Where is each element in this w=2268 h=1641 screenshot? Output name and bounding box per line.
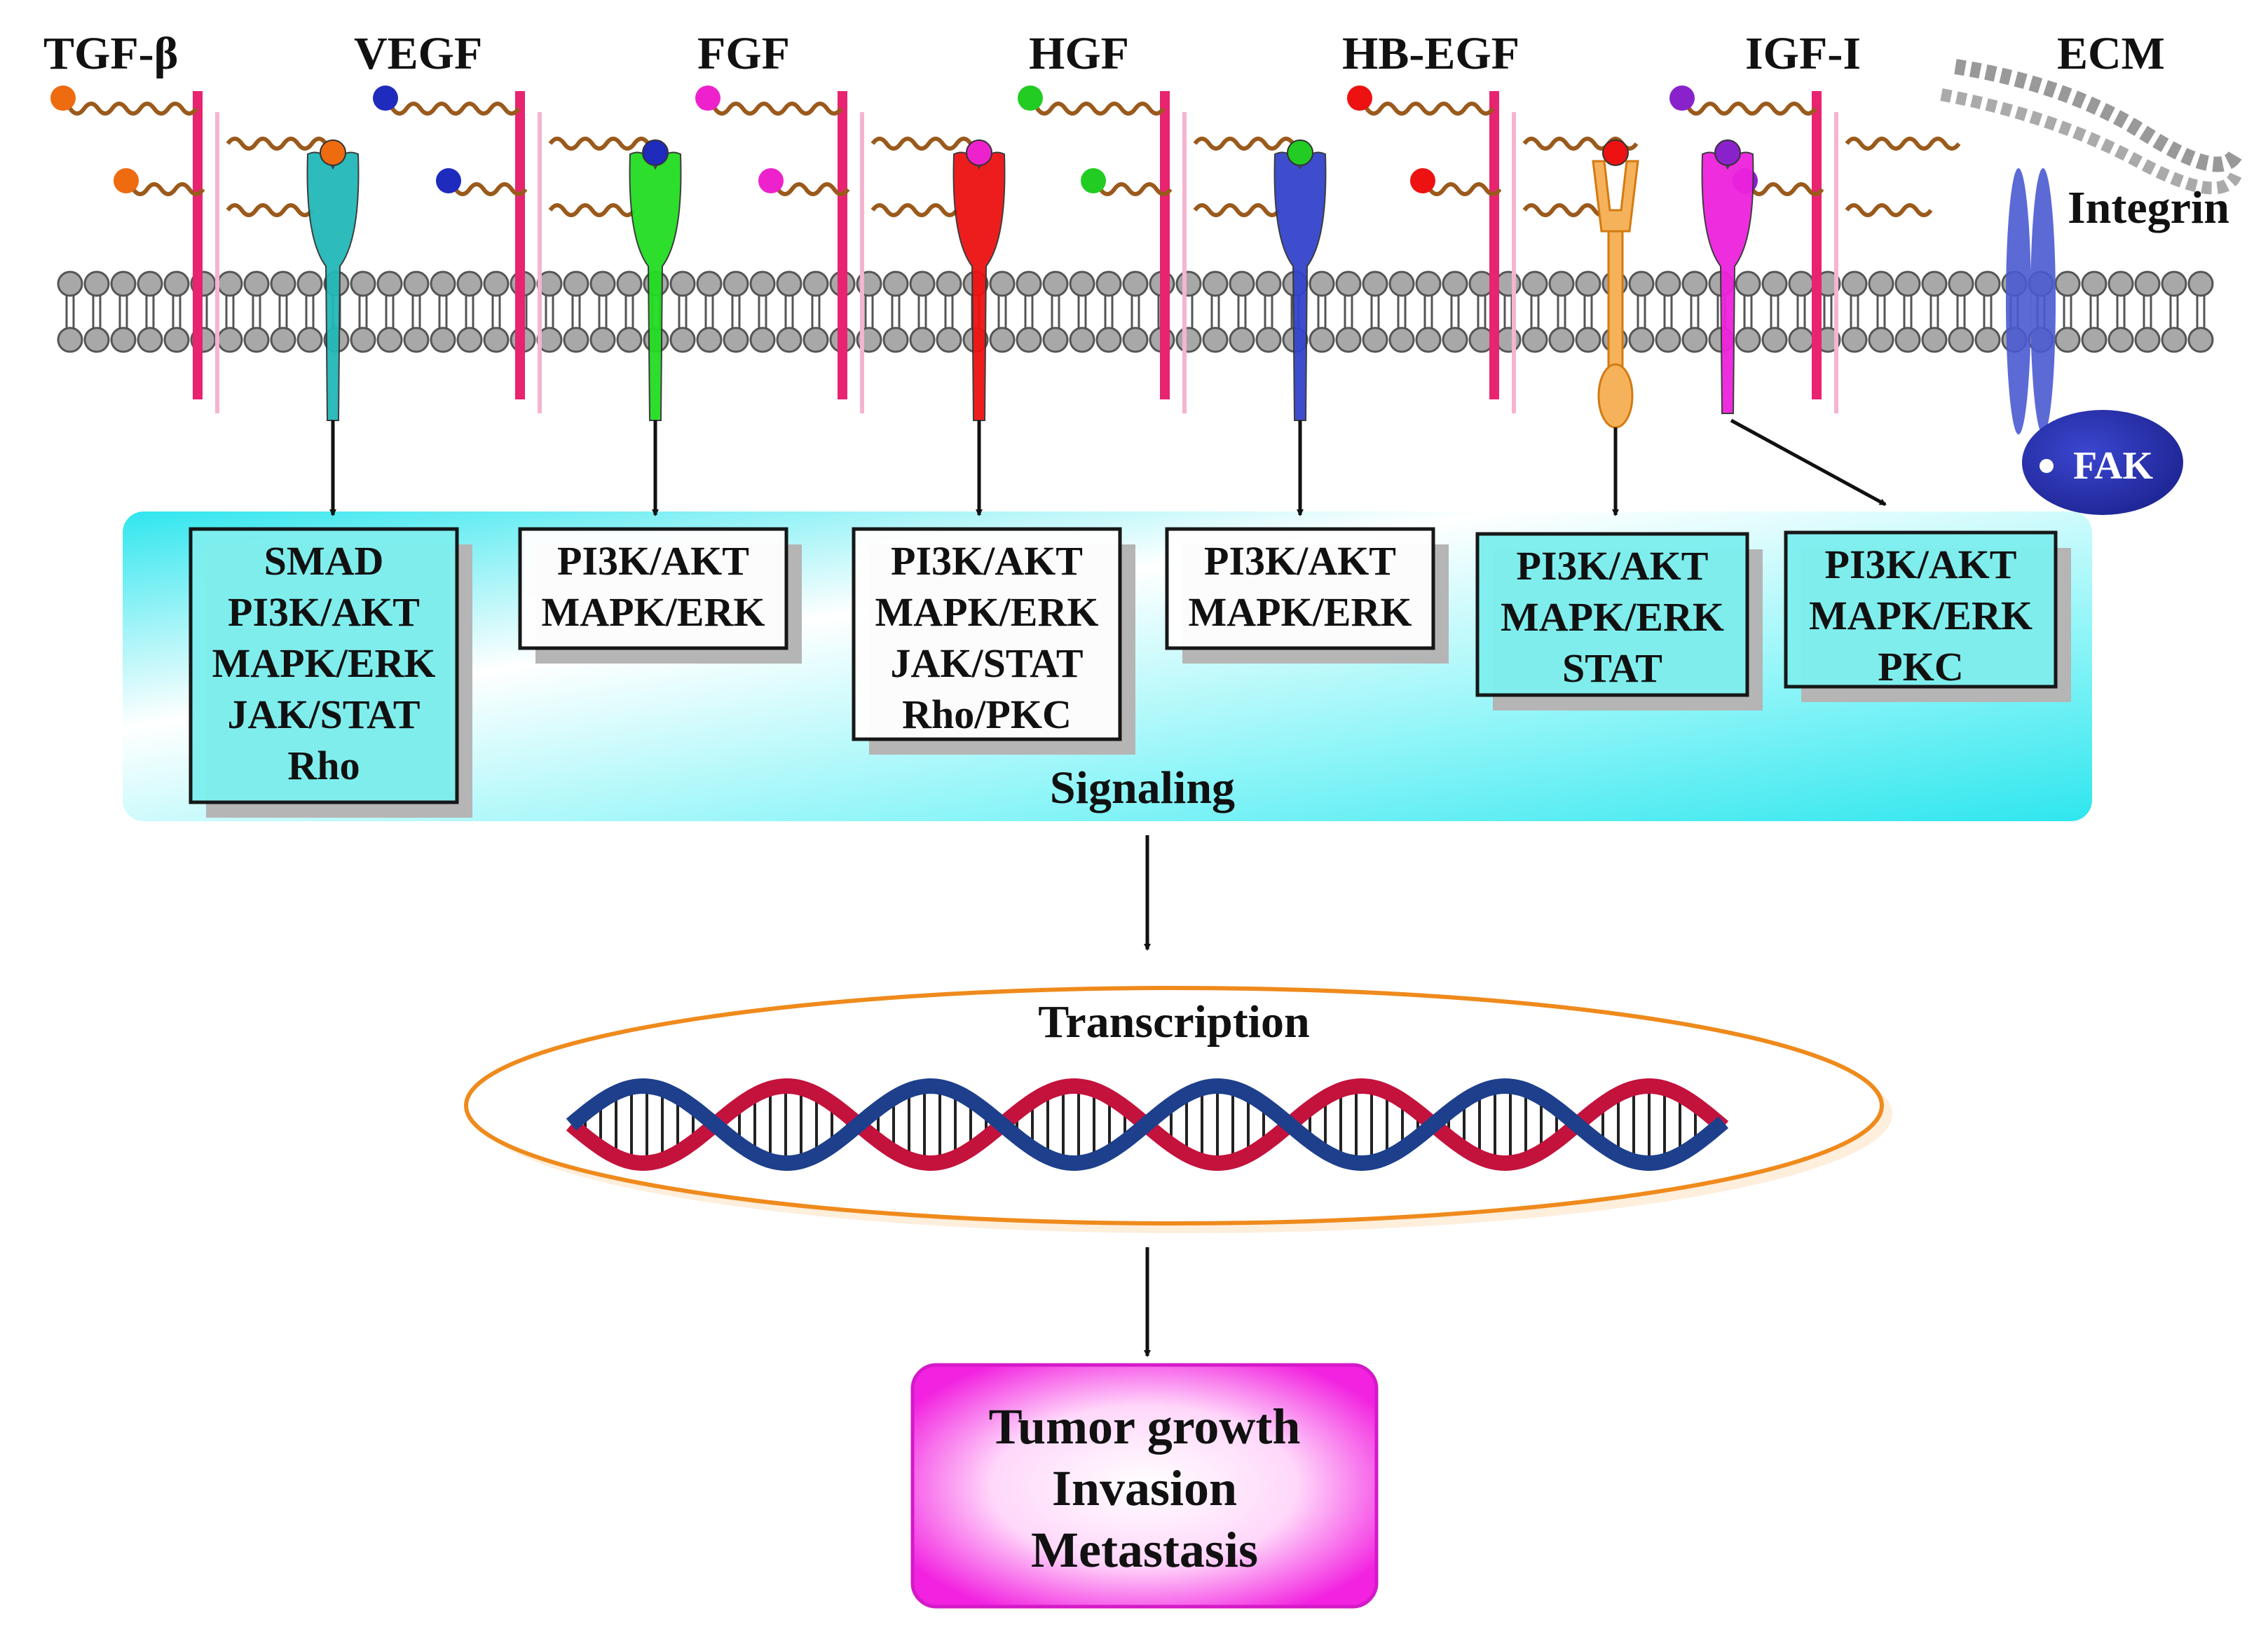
pathway-name: PI3K/AKT bbox=[1825, 542, 2017, 587]
signaling-box-1: SMAD PI3K/AKT MAPK/ERK JAK/STAT Rho bbox=[189, 527, 472, 818]
pathway-name: MAPK/ERK bbox=[542, 589, 765, 635]
dna-helix bbox=[566, 1078, 1729, 1172]
receptor-unit-6 bbox=[1669, 85, 1961, 414]
receptor-unit-3 bbox=[695, 85, 1006, 421]
signaling-box-5: PI3K/AKT MAPK/ERK STAT bbox=[1475, 532, 1763, 710]
pathway-name: MAPK/ERK bbox=[1809, 593, 2033, 638]
pathway-name: PI3K/AKT bbox=[1517, 543, 1709, 589]
outcome-item: Invasion bbox=[1052, 1460, 1237, 1516]
receptor-unit-5 bbox=[1347, 85, 1639, 429]
pathway-name: STAT bbox=[1562, 645, 1662, 691]
pathway-name: MAPK/ERK bbox=[212, 640, 436, 686]
pathway-name: PI3K/AKT bbox=[1204, 538, 1396, 584]
ligand-labels: TGF-β VEGF FGF HGF HB-EGF IGF-I bbox=[43, 28, 1861, 79]
signaling-boxes: SMAD PI3K/AKT MAPK/ERK JAK/STAT Rho PI3K/AKT M… bbox=[189, 527, 2071, 818]
receptor-unit-2 bbox=[373, 85, 682, 421]
outcome-item: Tumor growth bbox=[989, 1399, 1301, 1455]
pathway-name: SMAD bbox=[264, 538, 384, 584]
ligand-label-4: HGF bbox=[1029, 28, 1129, 79]
ligand-label-5: HB-EGF bbox=[1342, 28, 1519, 79]
signaling-box-4: PI3K/AKT MAPK/ERK bbox=[1165, 527, 1449, 664]
pathway-name: Rho/PKC bbox=[902, 692, 1072, 737]
transcription-label: Transcription bbox=[1038, 996, 1309, 1048]
receptor-unit-1 bbox=[50, 85, 360, 421]
pathway-name: PI3K/AKT bbox=[228, 589, 420, 635]
outcome-box bbox=[910, 1363, 1379, 1609]
ligand-label-2: VEGF bbox=[354, 28, 482, 79]
receptor-unit-4 bbox=[1018, 85, 1327, 421]
pathway-name: MAPK/ERK bbox=[1189, 589, 1412, 635]
pathway-name: PI3K/AKT bbox=[891, 538, 1083, 584]
pathway-name: PI3K/AKT bbox=[557, 538, 749, 584]
arrows bbox=[329, 418, 1887, 516]
pathway-name: Rho bbox=[287, 743, 360, 788]
outcome-item: Metastasis bbox=[1031, 1522, 1258, 1578]
signal-arrow-6 bbox=[1730, 418, 1887, 507]
pathway-name: JAK/STAT bbox=[227, 692, 420, 737]
ecm-fibers bbox=[1940, 59, 2243, 195]
pathway-name: MAPK/ERK bbox=[1501, 594, 1724, 640]
signaling-box-3: PI3K/AKT MAPK/ERK JAK/STAT Rho/PKC bbox=[852, 527, 1135, 755]
signaling-box-6: PI3K/AKT MAPK/ERK PKC bbox=[1784, 530, 2071, 702]
ligand-label-1: TGF-β bbox=[43, 28, 178, 79]
fak-protein: FAK bbox=[2022, 410, 2183, 515]
signaling-box-2: PI3K/AKT MAPK/ERK bbox=[518, 527, 802, 664]
pathway-name: JAK/STAT bbox=[890, 640, 1083, 686]
receptor-group bbox=[50, 85, 1961, 429]
cell-membrane bbox=[57, 270, 2214, 353]
integrin bbox=[2006, 168, 2056, 434]
ligand-label-6: IGF-I bbox=[1745, 28, 1861, 79]
pathway-name: PKC bbox=[1878, 644, 1963, 689]
integrin-label: Integrin bbox=[2068, 182, 2229, 233]
pathway-name: MAPK/ERK bbox=[875, 589, 1099, 635]
ecm-label: ECM bbox=[2057, 28, 2165, 79]
ligand-label-3: FGF bbox=[697, 28, 790, 79]
fak-label: FAK bbox=[2073, 444, 2153, 488]
signaling-label: Signaling bbox=[1050, 762, 1235, 813]
